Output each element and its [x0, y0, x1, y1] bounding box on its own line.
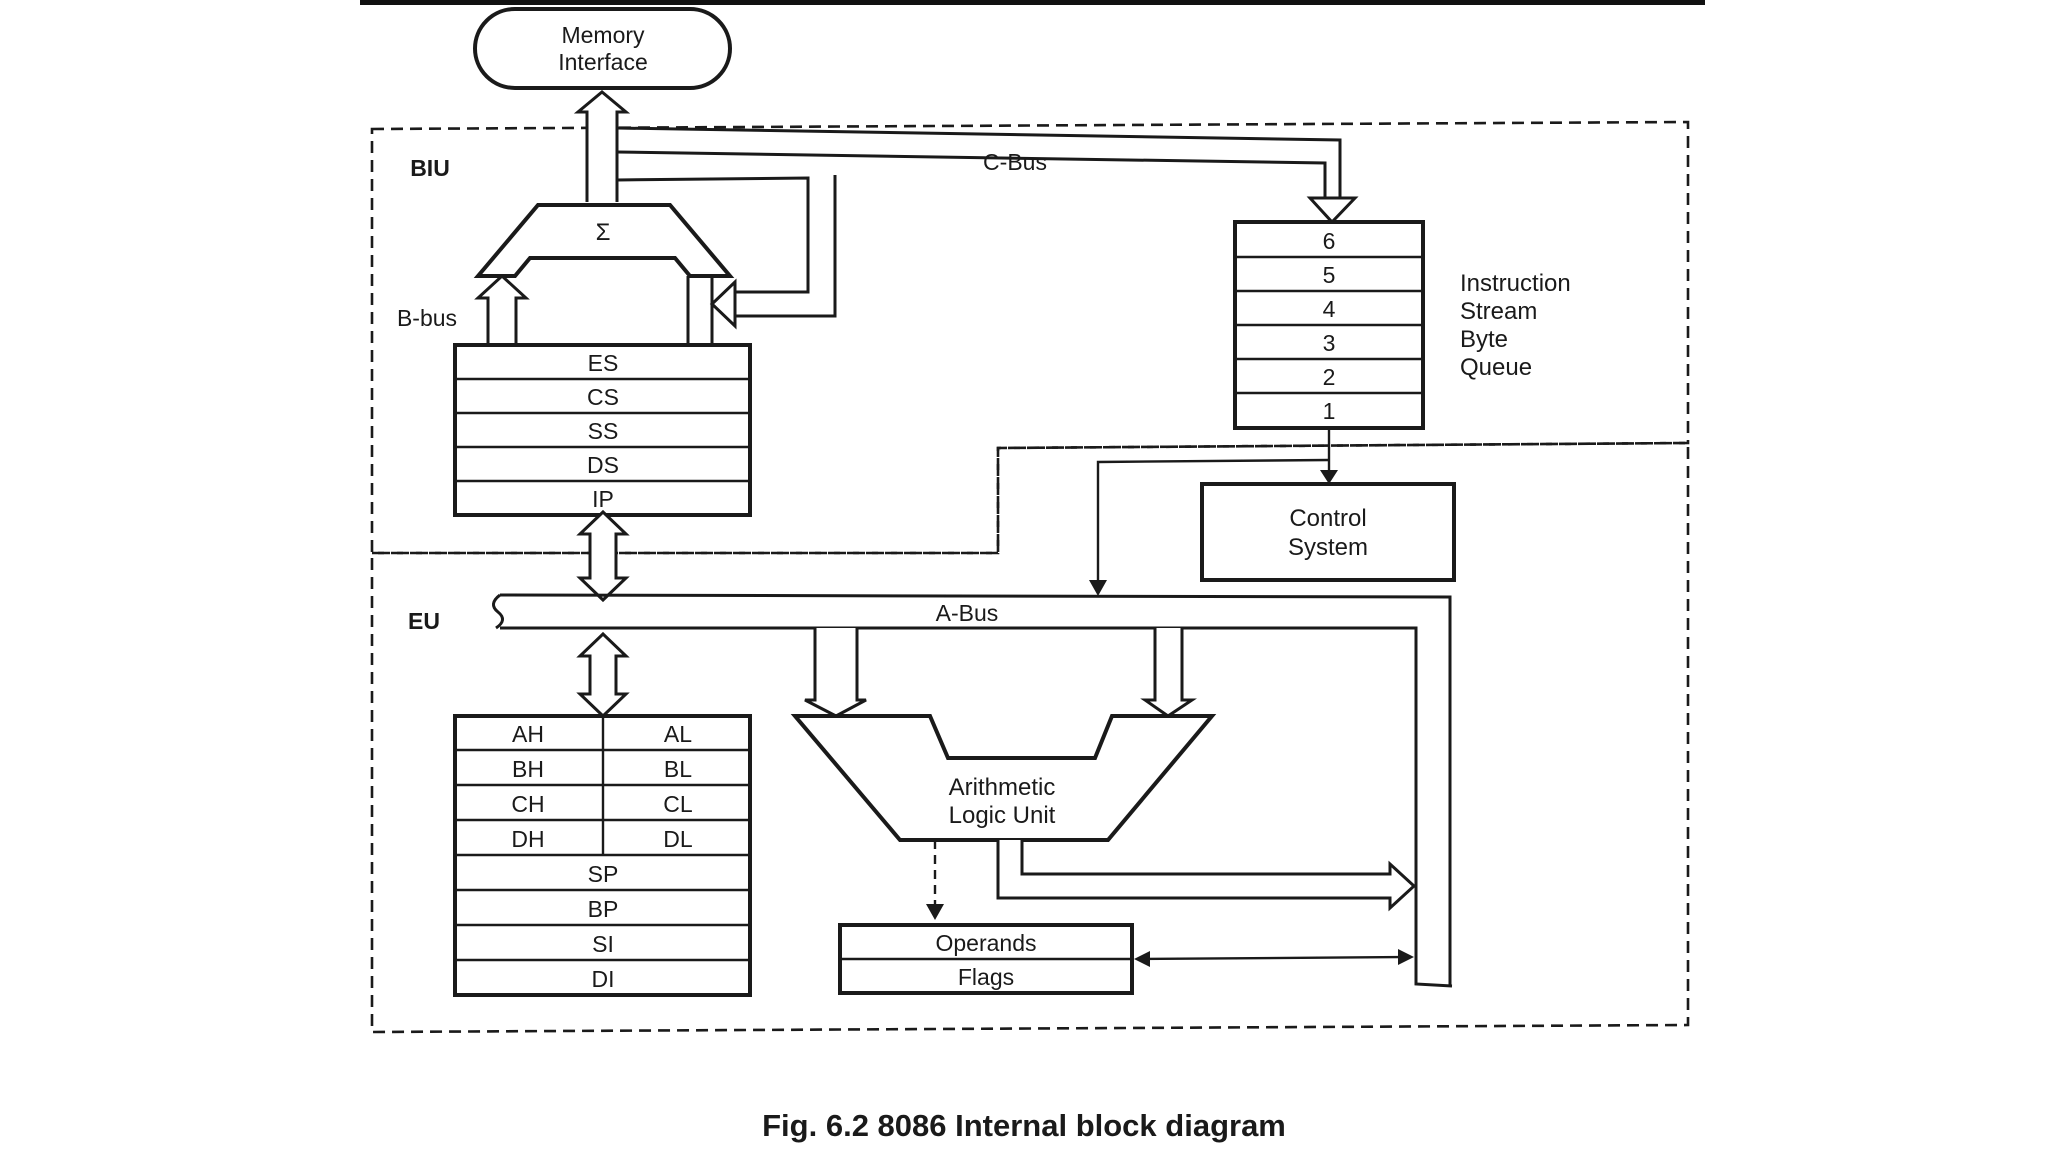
register-dl: DL [663, 826, 693, 852]
queue-to-abus-arrowhead [1089, 580, 1107, 596]
c-bus-upper [616, 126, 1342, 198]
register-si: SI [592, 931, 614, 957]
alu-label-line1: Arithmetic [949, 774, 1056, 801]
memory-interface-line1: Memory [561, 22, 645, 48]
register-ip: IP [592, 486, 614, 512]
a-bus-bottom-end [1414, 965, 1453, 988]
b-bus-left-arrow [474, 273, 530, 345]
c-bus-arrowhead [1306, 196, 1359, 225]
register-bl: BL [664, 756, 692, 782]
flags-abus-line [1139, 955, 1407, 961]
queue-slot-2: 2 [1323, 364, 1336, 390]
alu-to-flags-arrowhead [926, 904, 944, 920]
c-bus-lower [616, 150, 1327, 198]
flags-label: Flags [958, 964, 1014, 990]
biu-label: BIU [410, 155, 450, 181]
register-ah: AH [512, 721, 544, 747]
queue-label-line1: Instruction [1460, 270, 1571, 297]
flags-left-arrowhead [1134, 951, 1150, 967]
alu-label-line2: Logic Unit [949, 802, 1056, 829]
register-ch: CH [511, 791, 544, 817]
queue-label-line2: Stream [1460, 298, 1537, 325]
abus-registers-arrow [576, 631, 630, 719]
operands-label: Operands [935, 930, 1036, 956]
register-cs: CS [587, 384, 619, 410]
figure-caption: Fig. 6.2 8086 Internal block diagram [762, 1108, 1286, 1143]
queue-label-line4: Queue [1460, 354, 1532, 381]
memory-interface-line2: Interface [558, 49, 648, 75]
register-al: AL [664, 721, 692, 747]
a-bus-label: A-Bus [936, 600, 999, 626]
control-system-box [1200, 482, 1456, 582]
queue-slot-4: 4 [1323, 296, 1336, 322]
control-system-line2: System [1288, 534, 1368, 561]
a-bus-upper [499, 593, 1452, 985]
sigma-symbol: Σ [596, 219, 611, 246]
a-bus-lower [500, 626, 1418, 965]
b-bus-right-lines [686, 276, 714, 345]
register-es: ES [588, 350, 619, 376]
biu-eu-link-arrow [576, 509, 630, 603]
eu-label: EU [408, 608, 440, 634]
feedback-path-b [735, 175, 837, 318]
control-system-line1: Control [1289, 505, 1366, 532]
register-ss: SS [588, 418, 619, 444]
a-bus-left-end [492, 593, 504, 630]
queue-to-abus-line [1096, 458, 1330, 588]
queue-slot-5: 5 [1323, 262, 1336, 288]
register-bh: BH [512, 756, 544, 782]
feedback-arrowhead [709, 278, 737, 330]
alu-output-arrow [996, 840, 1417, 912]
top-border [360, 0, 1705, 5]
alu-input-left-arrow [804, 628, 867, 718]
register-di: DI [592, 966, 615, 992]
memory-interface-box [473, 7, 732, 90]
queue-label-line3: Byte [1460, 326, 1508, 353]
register-bp: BP [588, 896, 619, 922]
register-ds: DS [587, 452, 619, 478]
register-cl: CL [663, 791, 693, 817]
segment-registers-box [453, 343, 752, 517]
feedback-path-a [616, 176, 810, 294]
sigma-adder [473, 203, 735, 278]
alu-shape [790, 714, 1217, 842]
queue-slot-1: 1 [1323, 398, 1336, 424]
register-sp: SP [588, 861, 619, 887]
register-dh: DH [511, 826, 544, 852]
b-bus-label: B-bus [397, 305, 457, 331]
queue-slot-3: 3 [1323, 330, 1336, 356]
memory-bus-arrow [573, 90, 631, 202]
flags-right-arrowhead [1398, 949, 1414, 965]
alu-input-right-arrow [1140, 628, 1197, 718]
c-bus-label: C-Bus [983, 149, 1047, 175]
queue-to-control-arrowhead [1320, 470, 1338, 484]
queue-slot-6: 6 [1323, 228, 1336, 254]
